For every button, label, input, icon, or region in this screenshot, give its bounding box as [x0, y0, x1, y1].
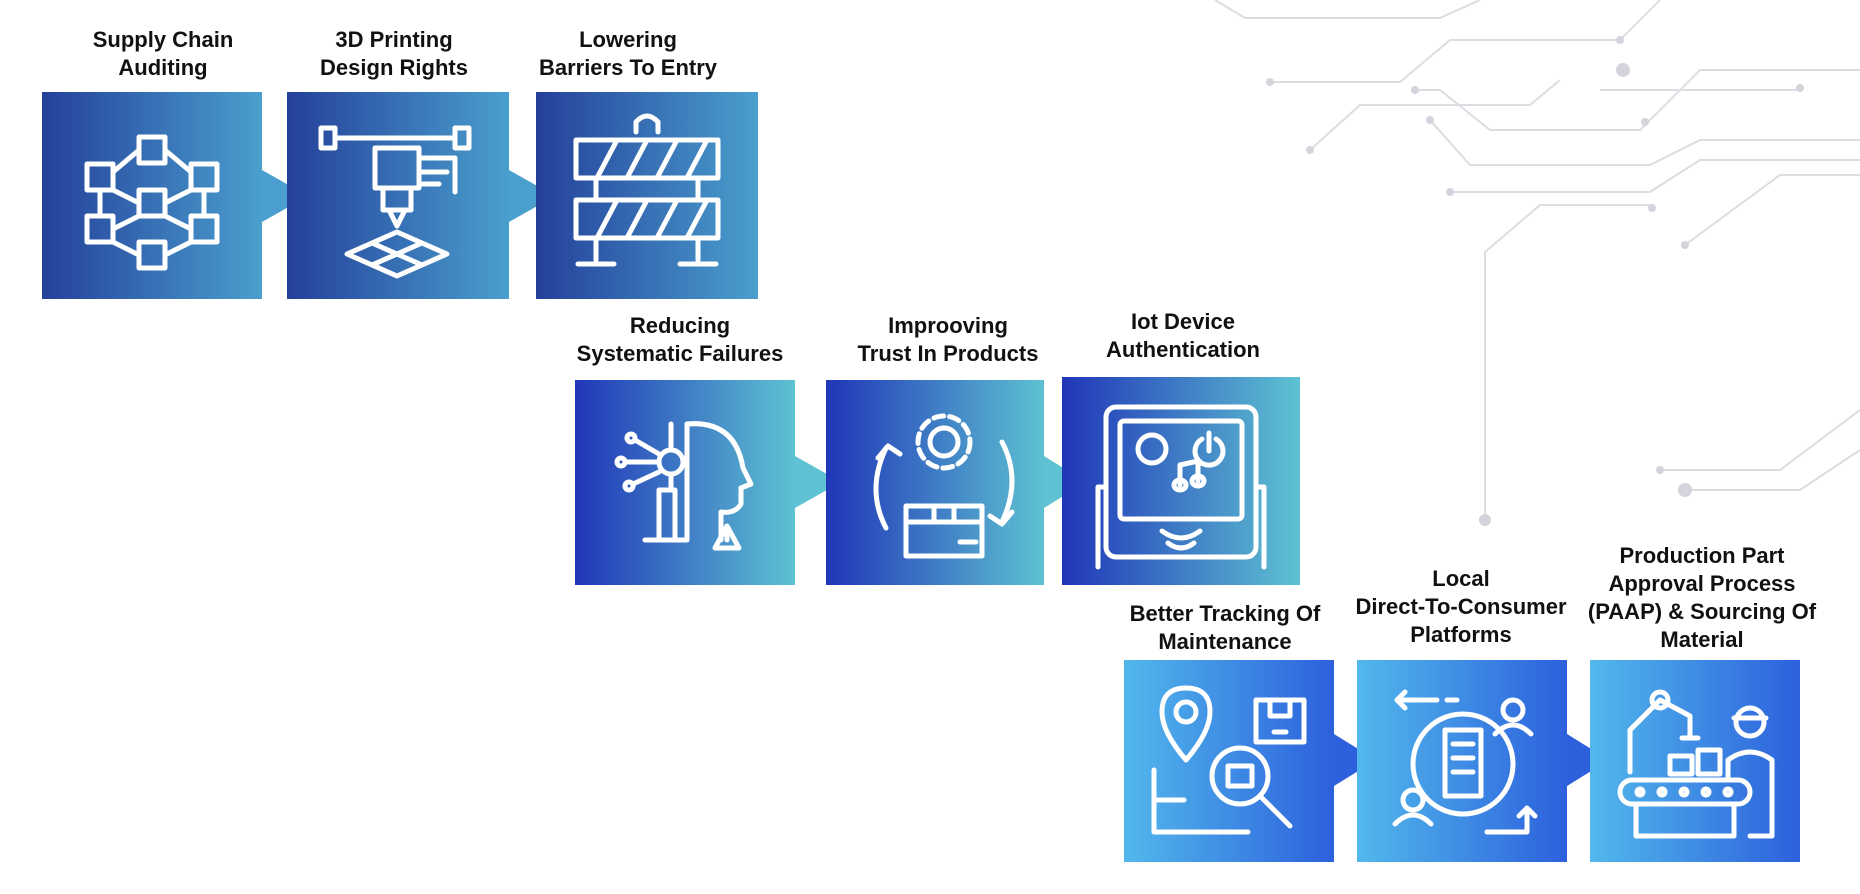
blockchain-network-icon	[84, 134, 220, 271]
step-tile	[42, 92, 262, 299]
gear-box-cycle-icon	[873, 413, 1015, 559]
robot-arm-conveyor-worker-icon	[1617, 689, 1775, 839]
3d-printer-icon	[318, 125, 472, 279]
step-tile	[1590, 660, 1800, 862]
road-barrier-icon	[573, 113, 721, 267]
step-tile	[536, 92, 758, 299]
step-tile	[826, 380, 1044, 585]
step-tile	[1357, 660, 1567, 862]
step-tile	[1062, 377, 1300, 585]
step-tile	[1124, 660, 1334, 862]
ai-head-warning-icon	[614, 421, 754, 551]
map-magnifier-icon	[1151, 685, 1307, 835]
globe-building-users-icon	[1392, 689, 1538, 835]
step-tile	[575, 380, 795, 585]
tablet-controls-icon	[1095, 404, 1267, 570]
step-tile	[287, 92, 509, 299]
